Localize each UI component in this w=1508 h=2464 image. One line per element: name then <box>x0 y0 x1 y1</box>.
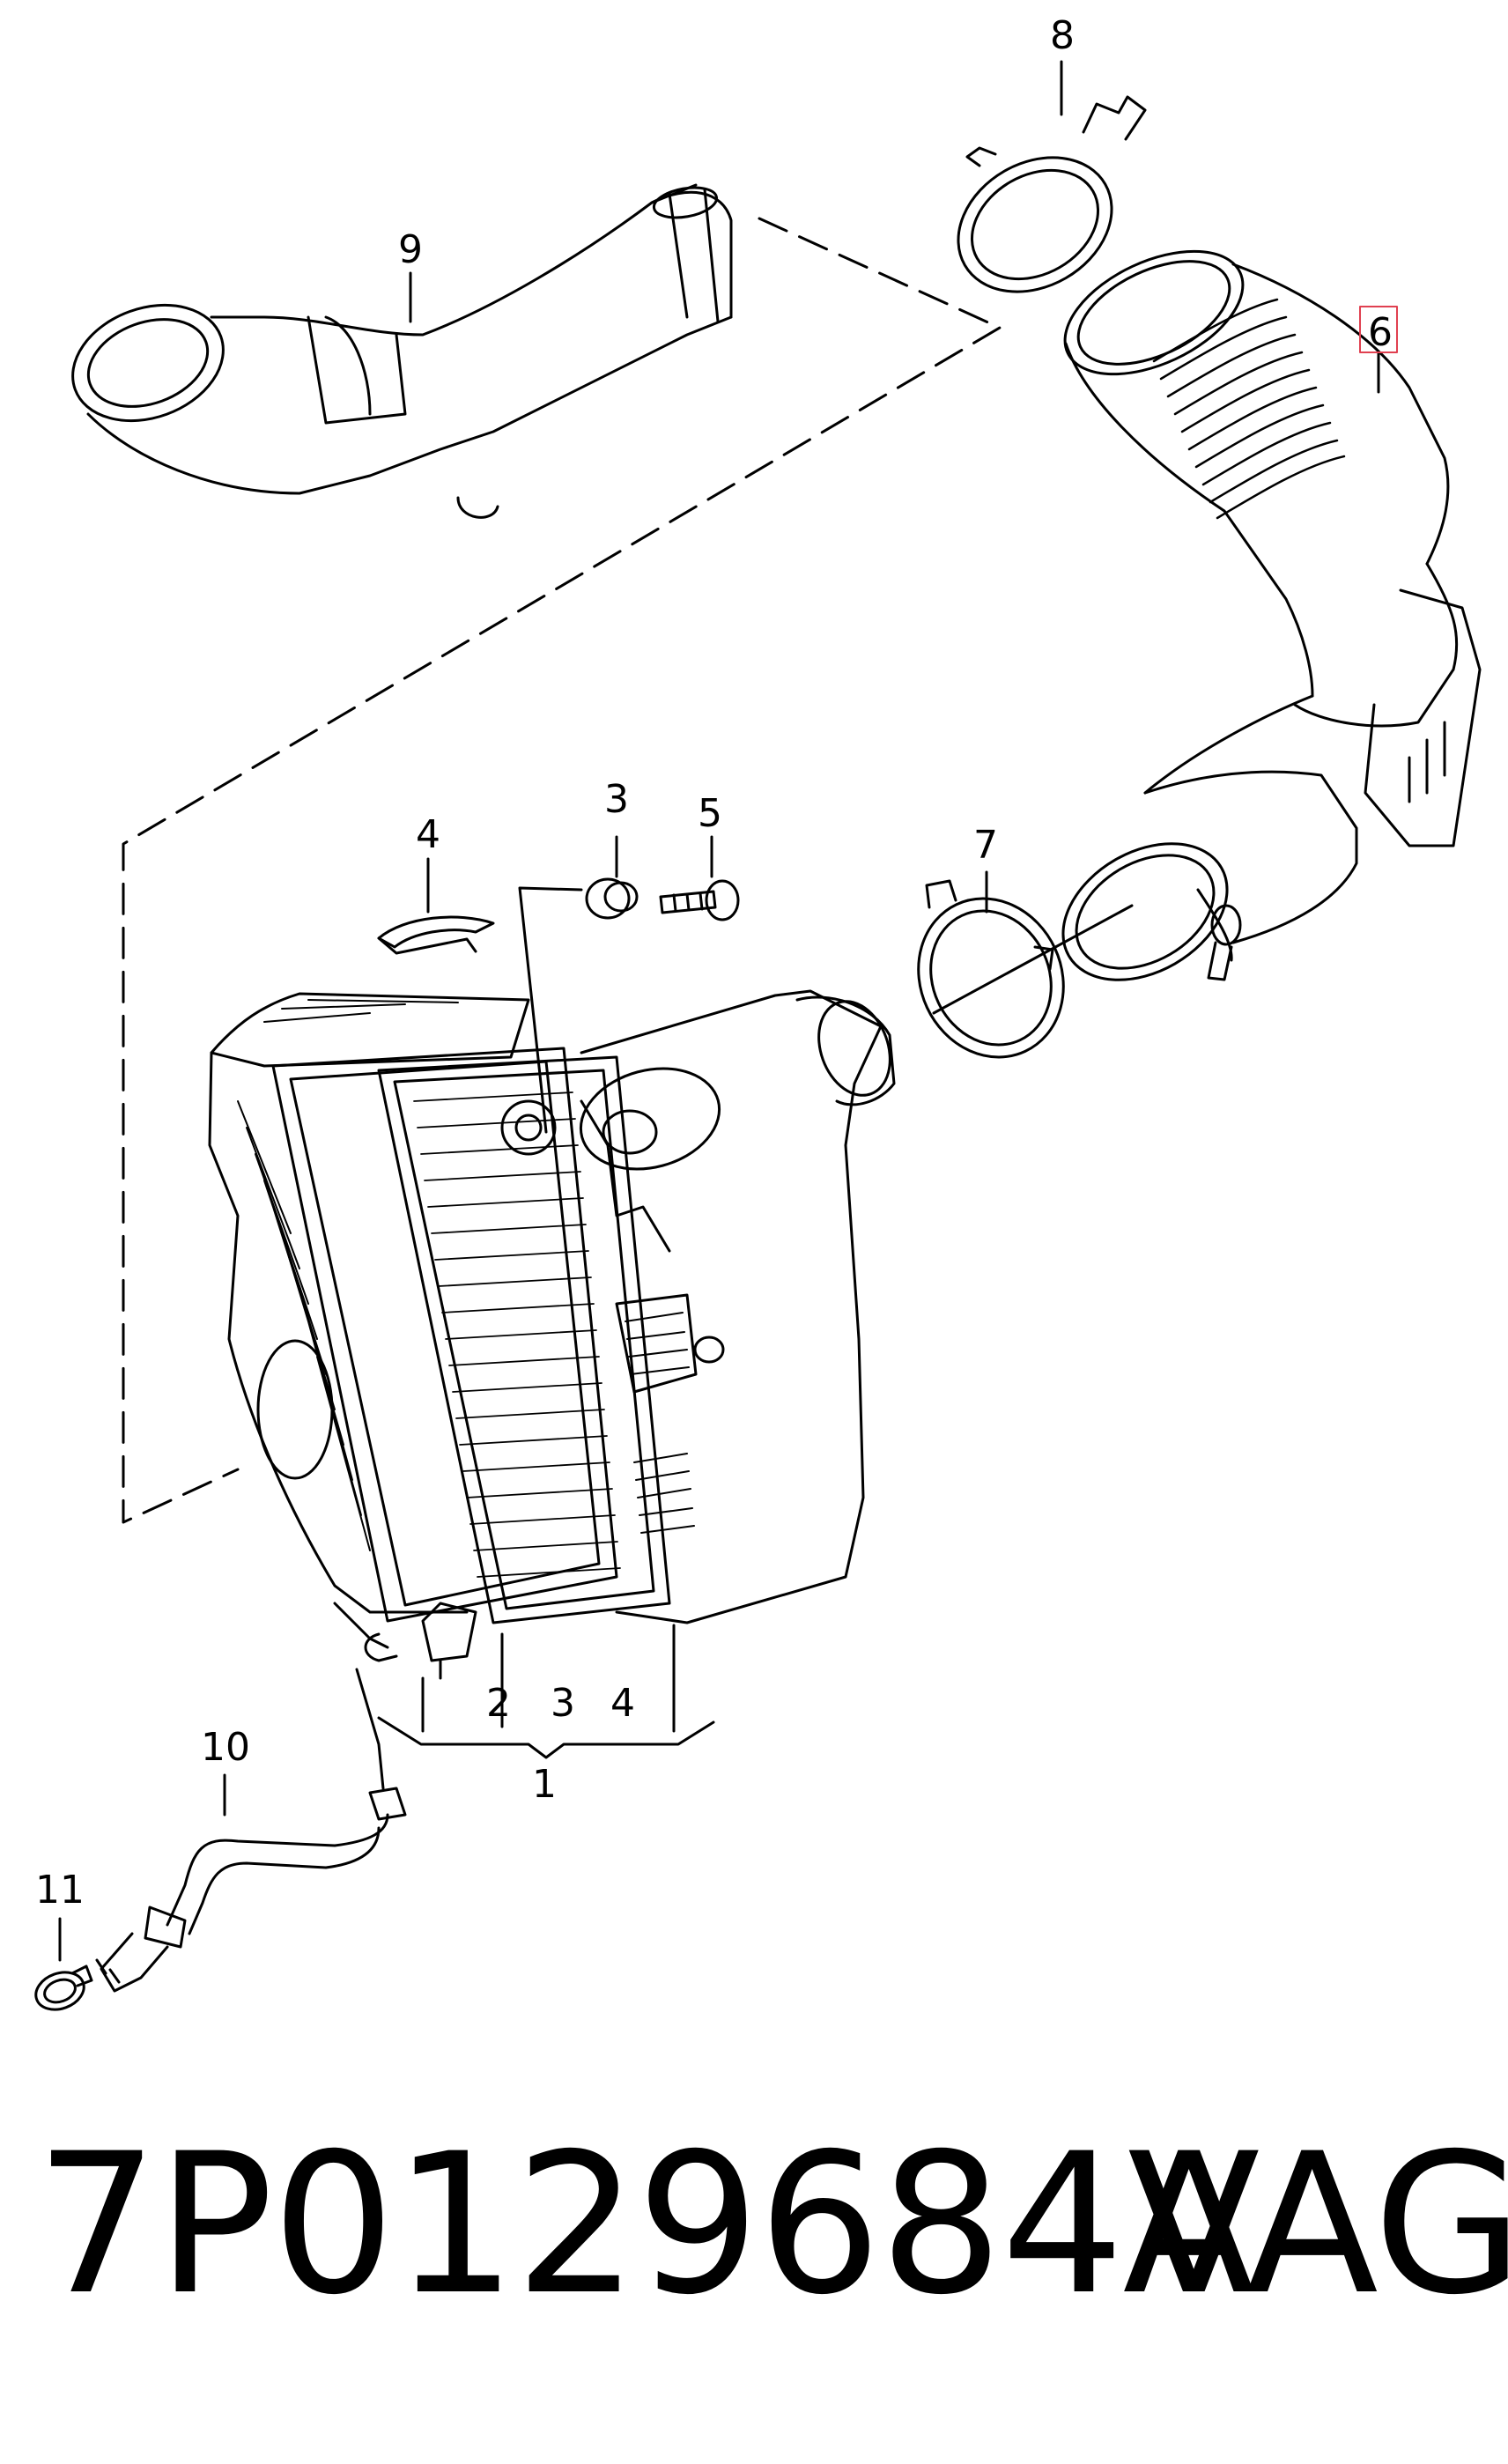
callout-labels: 8 9 6 4 3 5 7 2 3 4 1 10 11 <box>35 13 1393 1913</box>
part-number-footer: 7P0129684A VAG <box>35 2110 1508 2339</box>
part-number: 7P0129684A <box>35 2112 1255 2337</box>
callout-5: 5 <box>698 791 722 836</box>
callout-1: 1 <box>532 1762 557 1807</box>
filter-pleats <box>413 1091 621 1578</box>
small-clamp-part-11 <box>34 1917 93 2011</box>
brand-name: VAG <box>1127 2112 1508 2337</box>
callout-7: 7 <box>973 823 998 868</box>
corrugated-hose-part-6 <box>1061 249 1482 981</box>
callout-11: 11 <box>35 1868 85 1913</box>
intake-pipe-part-9 <box>71 183 733 519</box>
selected-part-highlight <box>1359 306 1398 353</box>
dashed-assembly-outline <box>122 217 1002 1524</box>
callout-4-top: 4 <box>416 812 440 857</box>
callout-3-top: 3 <box>604 777 629 822</box>
callout-4-bottom: 4 <box>610 1681 635 1726</box>
filter-element-part-2 <box>377 1055 671 1624</box>
callout-3-bottom: 3 <box>551 1681 575 1726</box>
hose-clamp-part-8 <box>957 95 1147 293</box>
callout-9: 9 <box>398 227 423 272</box>
hose-clamp-part-7 <box>917 879 1134 1059</box>
callout-6: 6 <box>1368 310 1393 355</box>
bolt-part-5 <box>659 835 740 921</box>
grommet-part-3 <box>585 835 639 920</box>
cover-ribs <box>237 999 459 1551</box>
callout-8: 8 <box>1050 13 1075 58</box>
hose-corrugations <box>1152 298 1346 520</box>
breather-hose-part-10 <box>95 1668 407 1993</box>
callout-2: 2 <box>486 1681 511 1726</box>
housing-ribs <box>625 1312 695 1534</box>
callout-10: 10 <box>201 1725 250 1770</box>
clip-part-4 <box>377 915 495 955</box>
air-filter-housing-part-1 <box>208 989 896 1680</box>
exploded-parts-diagram: 8 9 6 4 3 5 7 2 3 4 1 10 11 <box>34 13 1482 2011</box>
callout-bracket-1 <box>377 1624 715 1759</box>
